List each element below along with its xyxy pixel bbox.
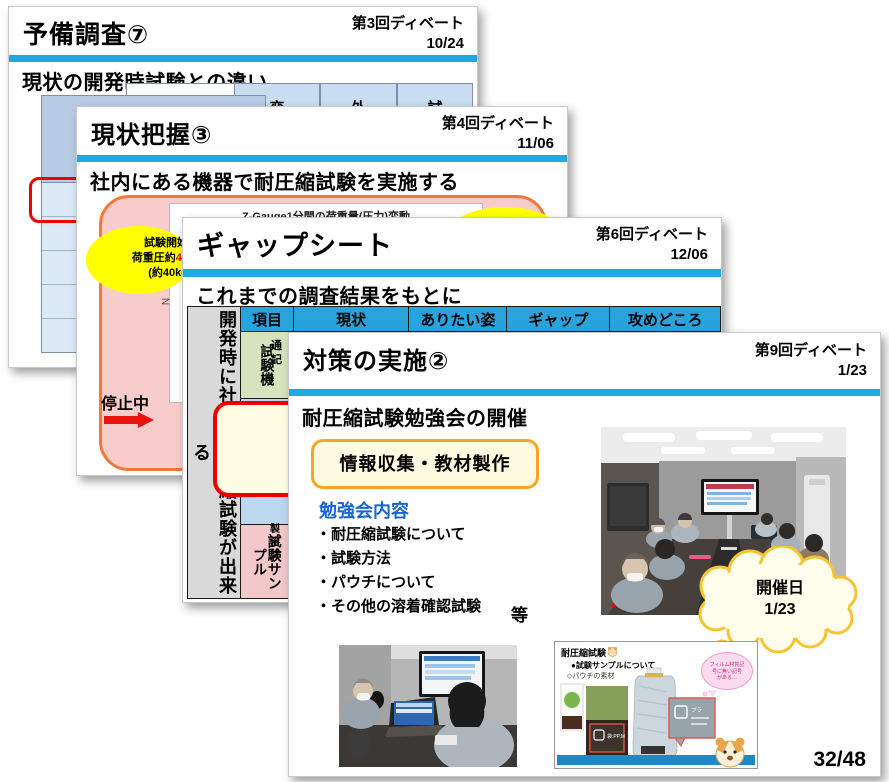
list-item: ・試験方法 [316, 550, 392, 567]
slide3-title: ギャップシート [197, 231, 393, 261]
slide3-subtitle: これまでの調査結果をもとに [196, 286, 463, 308]
bubble-text: 開催日 1/23 [732, 578, 828, 620]
gap-col-header: 項目 [240, 306, 294, 332]
callout-line: 試験開始 [144, 237, 188, 249]
recycle-mark-text: プラ [691, 707, 702, 714]
slide3-debate-info: 第6回ディベート 12/06 [596, 225, 708, 264]
slide1-accent-bar [9, 55, 477, 62]
embedded-slide-thumbnail: 耐圧縮試験 ●試験サンプルについて ◇パウチの素材 袋:PP,M プラ [554, 641, 758, 769]
slide4-debate-date: 1/23 [837, 361, 867, 379]
slide2-stop-label: 停止中 [101, 396, 150, 413]
mini-slide-bottom-bar [557, 755, 755, 765]
mini-slide-photos: 袋:PP,M プラ [560, 667, 717, 760]
slide2-debate-date: 11/06 [517, 134, 554, 152]
study-content-heading: 勉強会内容 [319, 501, 409, 521]
slide1-debate-round: 第3回ディベート [351, 15, 464, 32]
slide4-accent-bar [289, 389, 880, 396]
slide2-debate-info: 第4回ディベート 11/06 [442, 114, 554, 153]
slide4-debate-info: 第9回ディベート 1/23 [755, 341, 867, 380]
gap-col-header: 現状 [292, 306, 410, 332]
gap-cell-fragment: 製 溶 サ [270, 524, 280, 560]
callout-line: (約40kg [148, 266, 188, 279]
slide1-debate-date: 10/24 [426, 34, 464, 52]
slide4-title: 対策の実施② [303, 348, 450, 375]
slide3-debate-date: 12/06 [670, 245, 708, 263]
bubble-line: 1/23 [764, 601, 796, 618]
hamster-mascot [715, 737, 745, 768]
slide2-y-axis-label: N [161, 297, 173, 306]
slide2-title: 現状把握③ [91, 122, 213, 149]
slide4-subtitle: 耐圧縮試験勉強会の開催 [302, 408, 528, 430]
slide2-subtitle: 社内にある機器で耐圧縮試験を実施する [90, 172, 459, 194]
list-item: ・パウチについて [316, 574, 436, 591]
gap-col-header: 攻めどころ [609, 306, 721, 332]
gap-row-item-text: 試験機 [259, 344, 276, 386]
material-label-text: 袋:PP,M [607, 733, 625, 740]
slide2-debate-round: 第4回ディベート [441, 115, 554, 132]
slide2-yellow-callout: 試験開始 荷重圧約40 (約40kg [86, 226, 192, 294]
study-session-photo [339, 645, 517, 767]
slide3-accent-bar [183, 269, 721, 277]
list-item: ・その他の溶着確認試験 [316, 598, 482, 615]
slide4-debate-round: 第9回ディベート [754, 342, 867, 359]
slide2-accent-bar [77, 155, 567, 162]
etc-label: 等 [511, 606, 528, 625]
thought-bubble [698, 546, 858, 670]
slide-countermeasure-2[interactable]: 対策の実施② 第9回ディベート 1/23 耐圧縮試験勉強会の開催 情報収集・教材… [288, 332, 881, 777]
mini-slide-line2: ◇パウチの素材 [567, 673, 615, 680]
callout-line: 荷重圧約 [131, 251, 176, 264]
list-item: ・耐圧縮試験について [316, 526, 466, 543]
mini-slide-title: 耐圧縮試験 [561, 648, 607, 658]
slide3-debate-round: 第6回ディベート [595, 226, 708, 243]
study-content-list: ・耐圧縮試験について ・試験方法 ・パウチについて ・その他の溶着確認試験 [316, 523, 481, 619]
gap-row-item: 試験機 [240, 331, 294, 399]
slide1-debate-info: 第3回ディベート 10/24 [352, 14, 464, 53]
page-number: 32/48 [813, 748, 866, 771]
mini-slide-line1: ●試験サンプルについて [571, 661, 656, 670]
gap-row-item-text: 試験サンプル [251, 533, 283, 590]
slide1-title: 予備調査⑦ [23, 21, 150, 49]
gap-cell-fragment: 通 記 [271, 340, 282, 366]
gap-col-header: ありたい姿 [408, 306, 508, 332]
red-arrow-icon [104, 412, 154, 428]
hamster-icon [607, 646, 618, 657]
gap-col-header: ギャップ [506, 306, 611, 332]
info-gathering-badge: 情報収集・教材製作 [311, 439, 539, 489]
mini-pink-note: フィルム材質記 号に無い記号 がある… [701, 652, 753, 690]
gap-row-item: 試験サンプル [240, 524, 294, 599]
bubble-line: 開催日 [755, 580, 804, 597]
